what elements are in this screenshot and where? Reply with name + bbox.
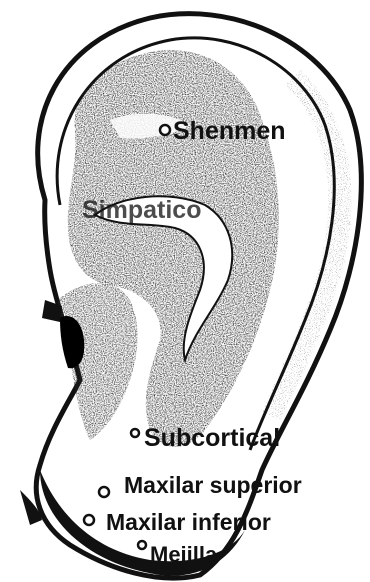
point-mejilla: Mejilla xyxy=(138,541,218,567)
point-maxilar-inferior: Maxilar inferior xyxy=(84,509,271,535)
simpatico-label: Simpatico xyxy=(82,196,201,224)
point-maxilar-superior: Maxilar superior xyxy=(99,472,302,498)
point-simpatico: Simpatico xyxy=(82,196,201,224)
shenmen-marker xyxy=(160,125,170,135)
subcortical-marker xyxy=(131,429,139,437)
point-subcortical: Subcortical xyxy=(131,424,280,452)
shenmen-label: Shenmen xyxy=(173,117,286,145)
mejilla-marker xyxy=(138,541,146,549)
maxilar-superior-label: Maxilar superior xyxy=(124,472,302,498)
maxilar-superior-marker xyxy=(99,487,109,497)
maxilar-inferior-marker xyxy=(84,515,94,525)
point-shenmen: Shenmen xyxy=(160,117,286,145)
mejilla-label: Mejilla xyxy=(150,542,218,567)
subcortical-label: Subcortical xyxy=(144,424,280,452)
maxilar-inferior-label: Maxilar inferior xyxy=(106,509,271,535)
